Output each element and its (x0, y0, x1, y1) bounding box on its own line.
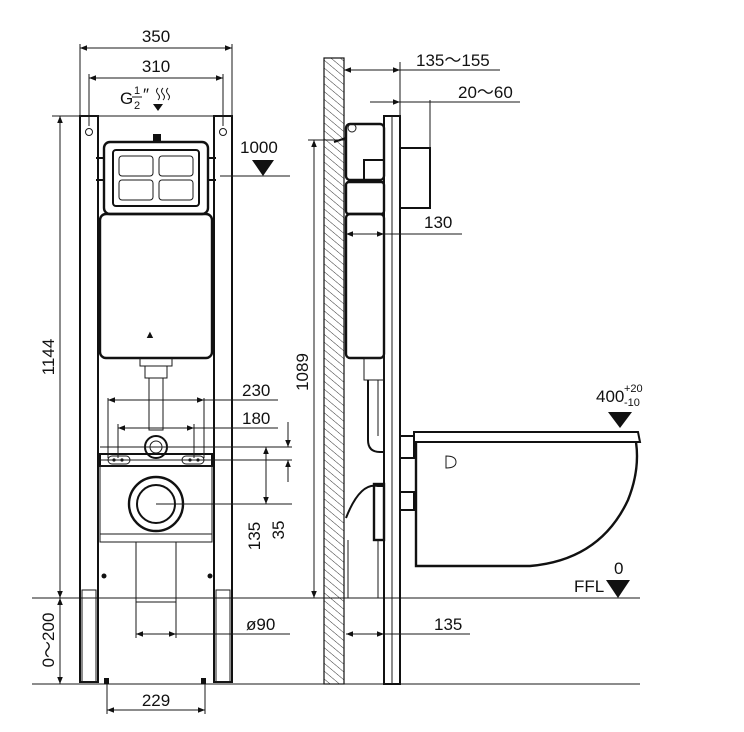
seat-tol-minus: -10 (624, 397, 640, 409)
svg-text:▲: ▲ (145, 329, 156, 341)
drain-pipe (135, 541, 177, 603)
seat-level-icon (608, 412, 632, 428)
bracket-right (207, 157, 216, 181)
left-upright (79, 115, 99, 683)
dim-1000: 1000 (240, 138, 278, 157)
bracket-left (96, 157, 105, 181)
inlet-den: 2 (134, 100, 140, 112)
inlet-arrow-icon (153, 104, 163, 111)
dim-diameter-90: ø90 (246, 615, 275, 634)
seat-tol-plus: +20 (624, 383, 643, 395)
dim-35: 35 (269, 521, 288, 540)
inlet-g: G (120, 89, 133, 108)
wall-section (323, 57, 345, 685)
inlet-num: 1 (134, 85, 140, 97)
ffl-zero: 0 (614, 559, 623, 578)
flush-pipe-side (367, 380, 384, 453)
mount-hole-right (219, 128, 227, 136)
side-view: 135～155 20～60 130 1089 400 +20 -10 0 FFL… (293, 51, 643, 685)
dim-20-60: 20～60 (458, 83, 513, 102)
level-marker-icon (252, 160, 274, 176)
cistern-body (98, 212, 214, 360)
flush-plate (112, 149, 200, 207)
dim-310: 310 (142, 57, 170, 76)
water-wave-icon (156, 87, 170, 101)
mount-hole-left (85, 128, 93, 136)
dim-0-200: 0～200 (39, 613, 58, 668)
flush-pipe (148, 377, 164, 431)
dim-400: 400 (596, 387, 624, 406)
pipe-connector (144, 365, 168, 379)
flush-plate-side (399, 147, 431, 209)
right-upright (213, 115, 233, 683)
dim-350: 350 (142, 27, 170, 46)
waste-connector-side (345, 484, 385, 541)
dim-1144: 1144 (39, 339, 58, 376)
dim-229: 229 (142, 691, 170, 710)
dim-130: 130 (424, 213, 452, 232)
flush-plate-frame (102, 140, 210, 216)
dim-180: 180 (242, 409, 270, 428)
dim-230: 230 (242, 381, 270, 400)
dim-1089: 1089 (293, 353, 312, 391)
toilet-bowl (414, 441, 639, 568)
dim-135-front: 135 (245, 522, 264, 550)
front-view: ▲ 350 31 (32, 27, 310, 714)
dim-135-155: 135～155 (416, 51, 490, 70)
inlet-inch: ″ (143, 85, 149, 104)
ffl-label: FFL (574, 577, 604, 596)
ffl-marker-icon (606, 580, 630, 598)
cistern-side (344, 212, 386, 360)
dim-135-side: 135 (434, 615, 462, 634)
toilet-seat (413, 431, 642, 443)
